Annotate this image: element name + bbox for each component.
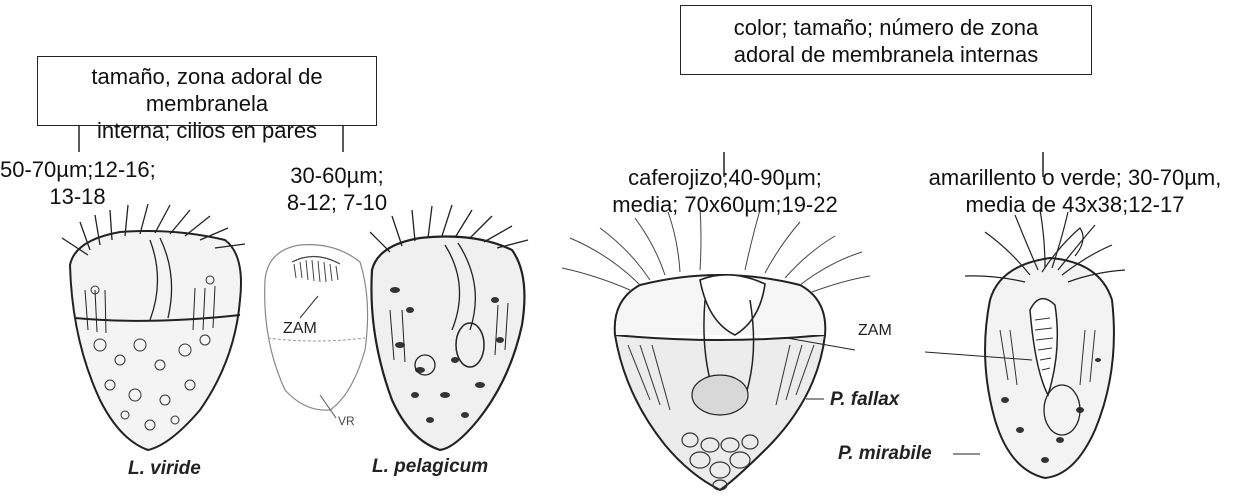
zam-label-large: ZAM	[858, 322, 892, 340]
measurement-line2: 8-12; 7-10	[262, 189, 412, 216]
measurement-line2: media de 43x38;12-17	[893, 191, 1257, 218]
species-name-p-mirabile: P. mirabile	[838, 443, 932, 465]
criteria-box-protoperidinium: color; tamaño; número de zona adoral de …	[680, 5, 1092, 75]
measurement-line2: media; 70x60µm;19-22	[560, 191, 890, 218]
p-fallax-cell-drawing	[562, 208, 870, 490]
l-pelagicum-cell-drawing	[370, 205, 528, 450]
criteria-box-lepidodinium: tamaño, zona adoral de membranela intern…	[37, 56, 377, 126]
criteria-box-line1: tamaño, zona adoral de membranela	[38, 63, 376, 117]
species-name-l-pelagicum: L. pelagicum	[372, 456, 488, 478]
species-name-p-fallax: P. fallax	[830, 389, 899, 411]
measurement-line1: caferojizo;40-90µm;	[560, 164, 890, 191]
measurement-l-pelagicum: 30-60µm; 8-12; 7-10	[262, 162, 412, 216]
vr-label: VR	[338, 414, 355, 428]
measurement-line1: amarillento o verde; 30-70µm,	[893, 164, 1257, 191]
species-name-l-viride: L. viride	[128, 458, 201, 480]
measurement-line2: 13-18	[0, 183, 155, 210]
criteria-box-line2: interna; cilios en pares	[38, 117, 376, 144]
measurement-line1: 30-60µm;	[262, 162, 412, 189]
l-viride-cell-drawing	[62, 204, 245, 450]
criteria-box-line2: adoral de membranela internas	[681, 41, 1091, 68]
measurement-l-viride: 50-70µm;12-16; 13-18	[0, 156, 155, 210]
measurement-p-fallax: caferojizo;40-90µm; media; 70x60µm;19-22	[560, 164, 890, 218]
measurement-p-mirabile: amarillento o verde; 30-70µm, media de 4…	[893, 164, 1257, 218]
criteria-box-line1: color; tamaño; número de zona	[681, 14, 1091, 41]
measurement-line1: 50-70µm;12-16;	[0, 156, 155, 183]
p-mirabile-cell-drawing	[925, 210, 1125, 478]
zam-label-small: ZAM	[283, 320, 317, 338]
